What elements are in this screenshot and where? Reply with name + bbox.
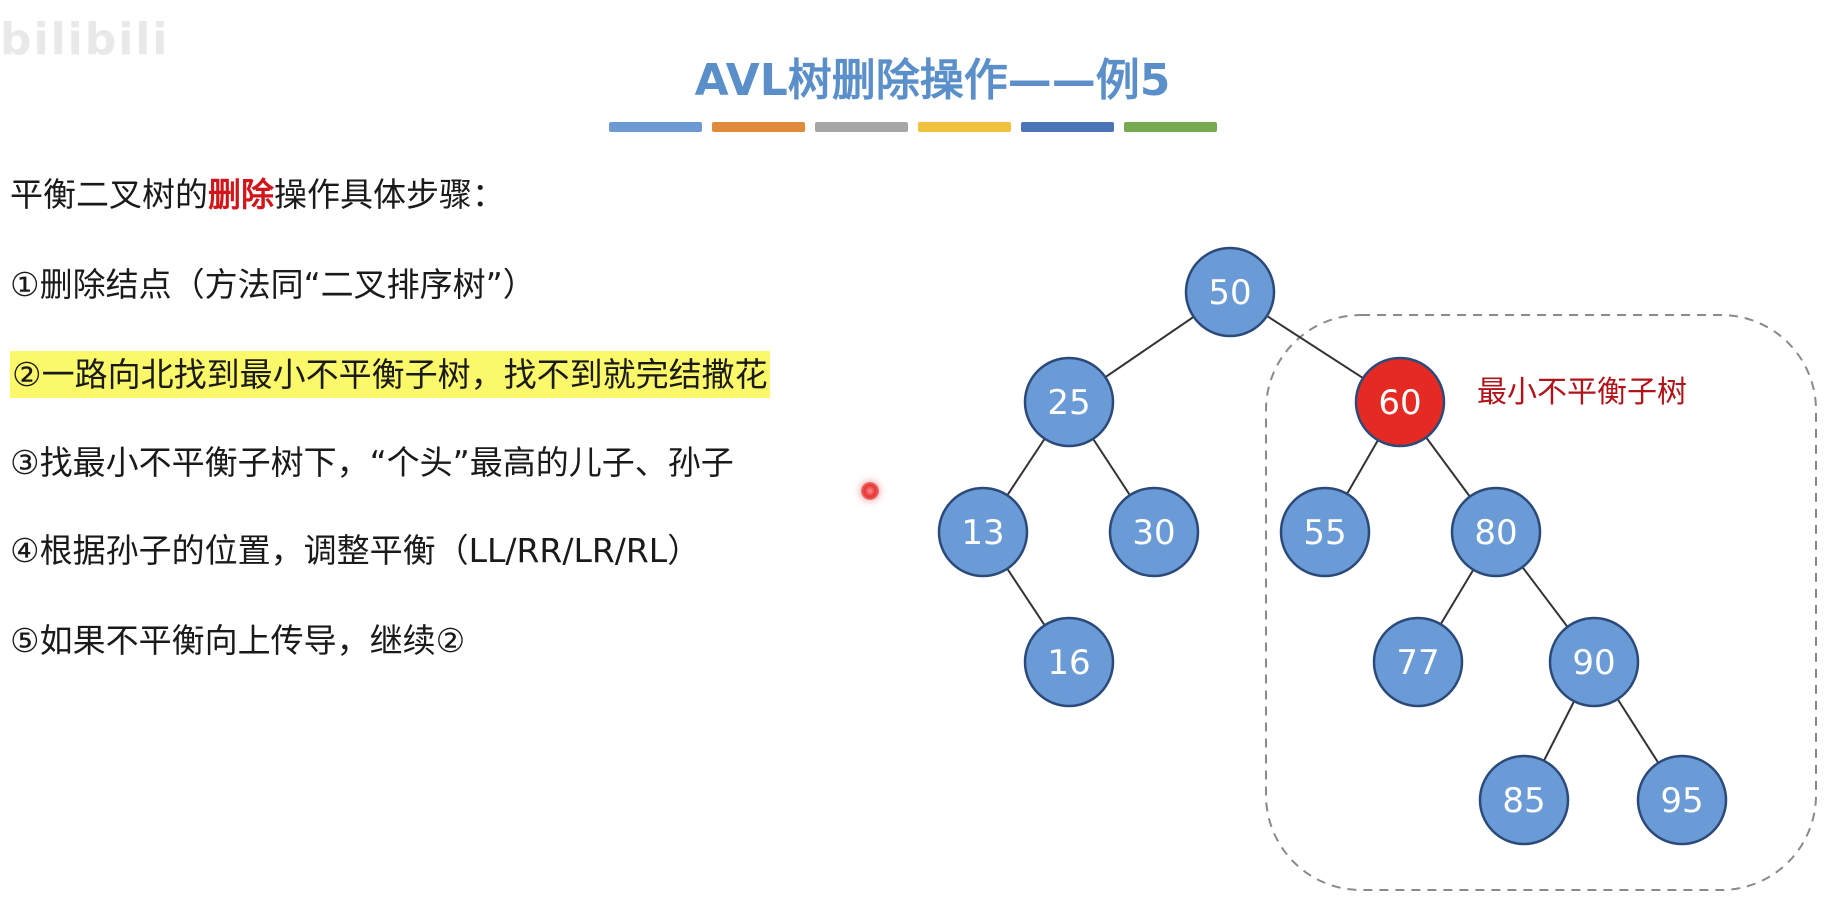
step-1: ①删除结点（方法同“二叉排序树”）	[10, 265, 536, 304]
step-2-highlighted-text: ②一路向北找到最小不平衡子树，找不到就完结撒花	[10, 351, 770, 398]
slide-title: AVL树删除操作——例5	[694, 55, 1171, 106]
tree-node-60: 60	[1354, 356, 1446, 448]
node-circle	[1478, 754, 1570, 846]
unbalanced-node-circle	[1354, 356, 1446, 448]
tree-node-50: 50	[1184, 246, 1276, 338]
node-circle	[1372, 616, 1464, 708]
tree-node-30: 30	[1108, 486, 1200, 578]
tree-node-95: 95	[1636, 754, 1728, 846]
node-circle	[1636, 754, 1728, 846]
node-circle	[1279, 486, 1371, 578]
node-value: 16	[1047, 643, 1090, 683]
node-value: 55	[1303, 513, 1346, 553]
step-5: ⑤如果不平衡向上传导，继续②	[10, 621, 466, 660]
node-circle	[1023, 616, 1115, 708]
node-value: 25	[1047, 383, 1090, 423]
tree-node-16: 16	[1023, 616, 1115, 708]
node-value: 50	[1208, 273, 1251, 313]
tree-node-13: 13	[937, 486, 1029, 578]
tree-node-85: 85	[1478, 754, 1570, 846]
unbalanced-subtree-box	[1265, 314, 1817, 891]
node-value: 95	[1660, 781, 1703, 821]
intro-highlight-word: 删除	[208, 175, 274, 214]
tree-node-90: 90	[1548, 616, 1640, 708]
unbalanced-subtree-label: 最小不平衡子树	[1477, 375, 1687, 410]
laser-pointer-dot	[861, 482, 879, 500]
node-circle	[1450, 486, 1542, 578]
node-value: 85	[1502, 781, 1545, 821]
intro-suffix: 操作具体步骤：	[274, 175, 505, 214]
node-circle	[937, 486, 1029, 578]
step-2: ②一路向北找到最小不平衡子树，找不到就完结撒花	[10, 351, 770, 398]
node-circle	[1184, 246, 1276, 338]
color-bar-segment	[918, 122, 1011, 132]
node-circle	[1108, 486, 1200, 578]
color-bar-segment	[712, 122, 805, 132]
tree-node-25: 25	[1023, 356, 1115, 448]
node-value: 90	[1572, 643, 1615, 683]
node-circle	[1023, 356, 1115, 448]
color-bar-segment	[609, 122, 702, 132]
watermark: bilibili	[0, 14, 170, 65]
tree-node-77: 77	[1372, 616, 1464, 708]
color-bar-segment	[1021, 122, 1114, 132]
steps-intro: 平衡二叉树的删除操作具体步骤：	[10, 178, 505, 211]
node-circle	[1548, 616, 1640, 708]
tree-node-80: 80	[1450, 486, 1542, 578]
intro-prefix: 平衡二叉树的	[10, 175, 208, 214]
node-value: 77	[1396, 643, 1439, 683]
node-value: 80	[1474, 513, 1517, 553]
step-4: ④根据孙子的位置，调整平衡（LL/RR/LR/RL）	[10, 531, 701, 570]
node-value: 13	[961, 513, 1004, 553]
step-3: ③找最小不平衡子树下，“个头”最高的儿子、孙子	[10, 443, 734, 482]
tree-nodes: 50 25 60 13 30 55 80 16 77 90 85 95	[937, 246, 1728, 846]
node-value: 60	[1378, 383, 1421, 423]
color-bar-segment	[1124, 122, 1217, 132]
title-color-bar	[609, 122, 1217, 132]
tree-node-55: 55	[1279, 486, 1371, 578]
node-value: 30	[1132, 513, 1175, 553]
color-bar-segment	[815, 122, 908, 132]
